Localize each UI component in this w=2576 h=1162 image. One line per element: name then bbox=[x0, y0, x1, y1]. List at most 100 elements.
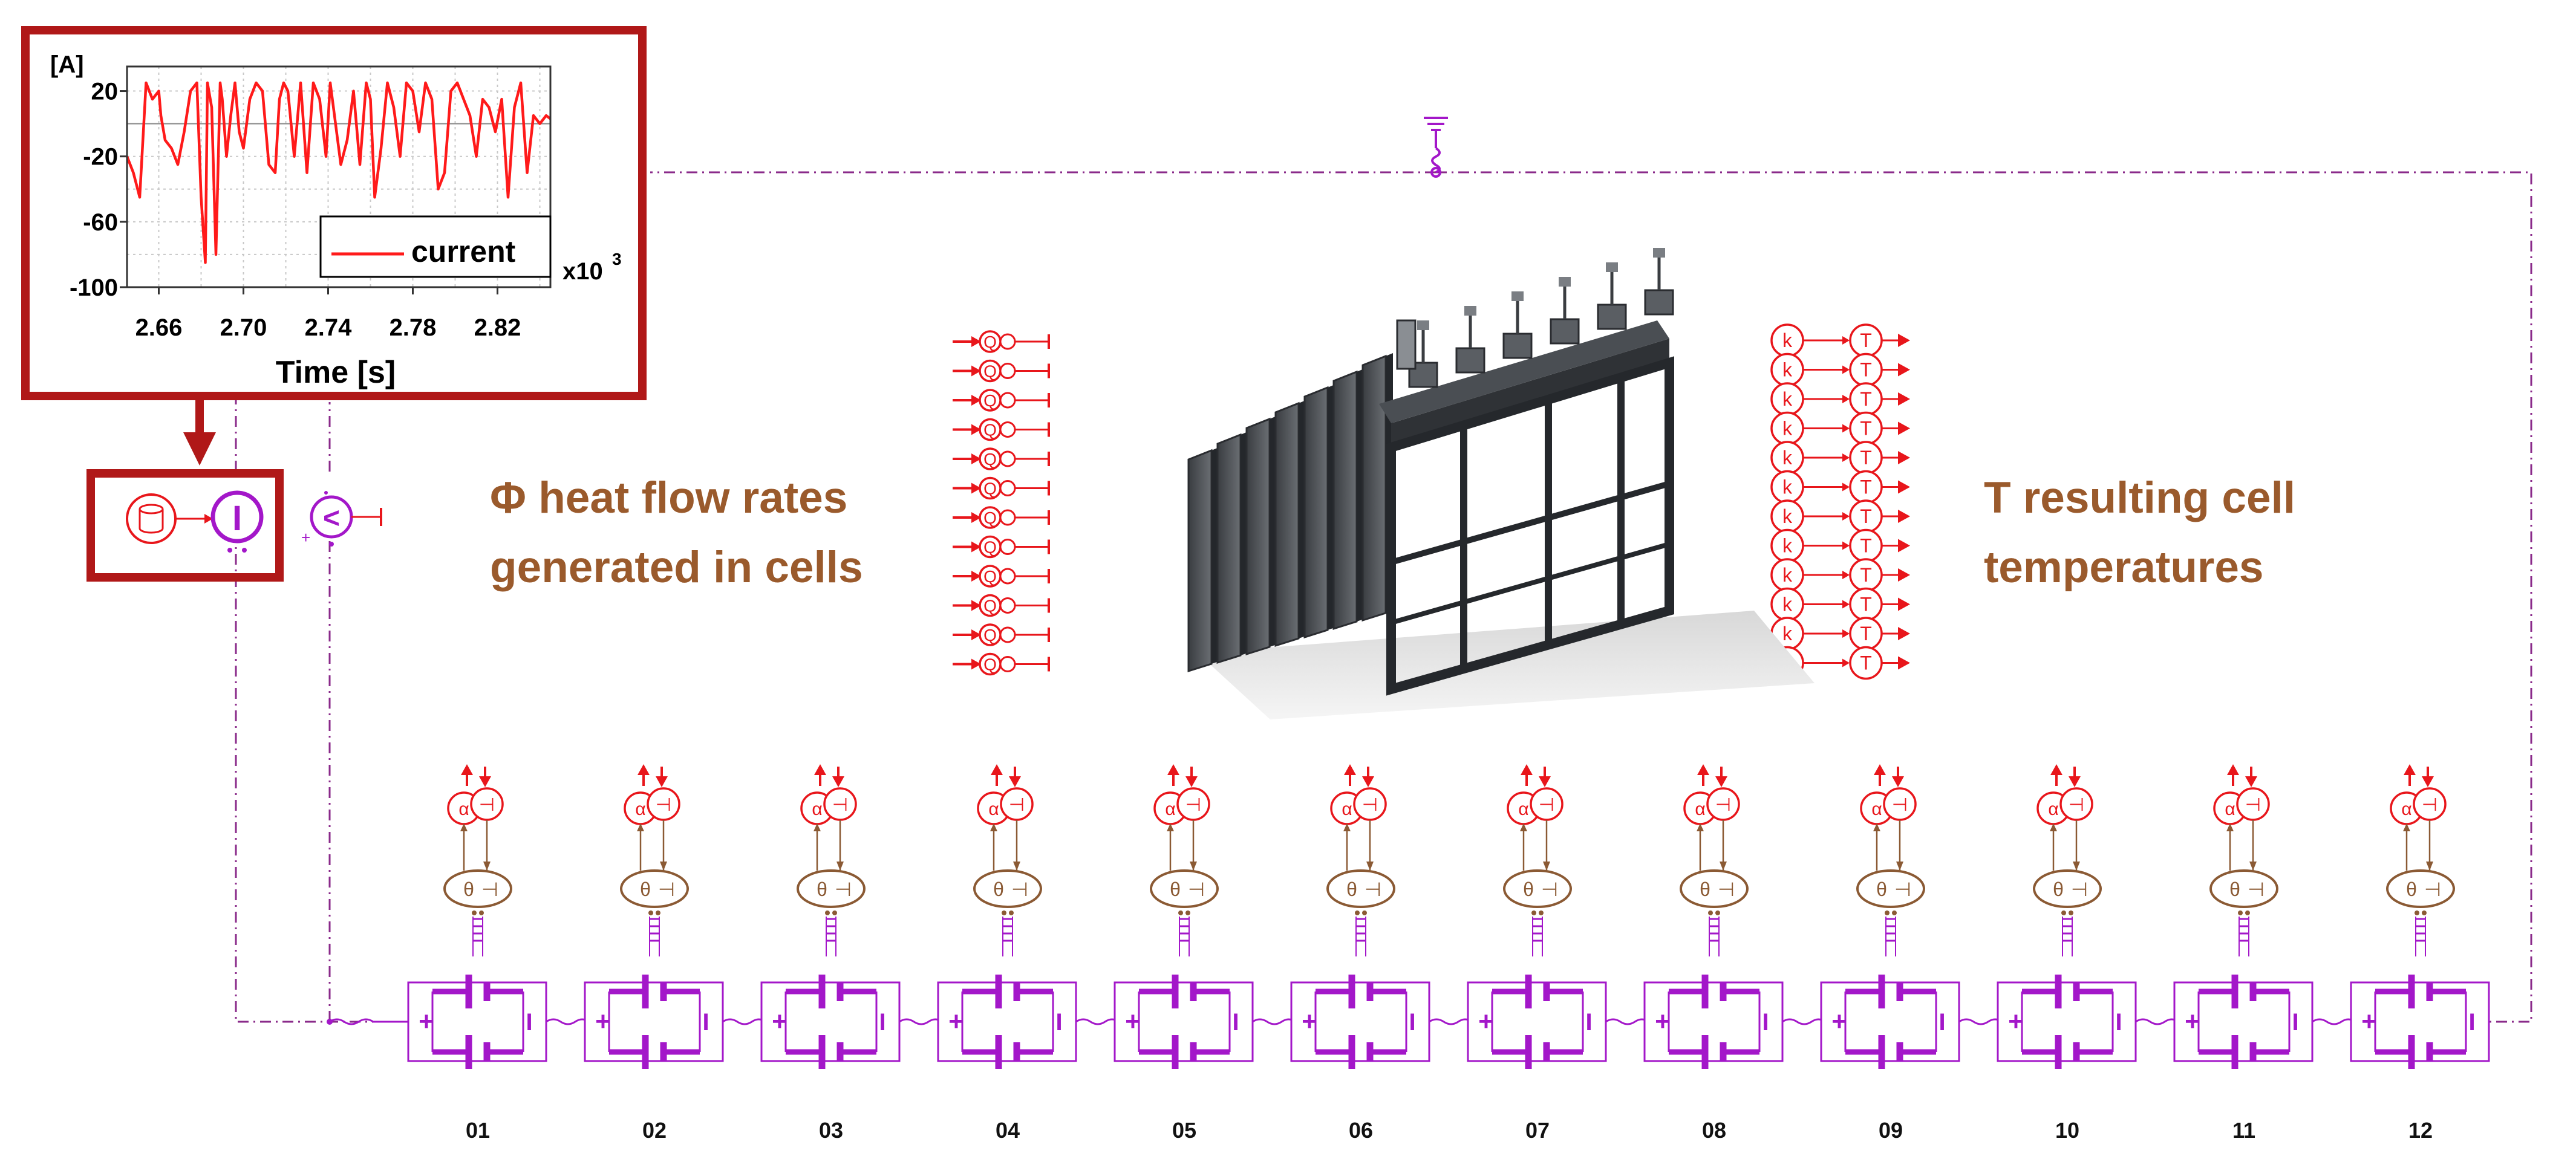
cell-08: α⊣θ⊣+I08 bbox=[1643, 764, 1825, 1143]
heat-flow-symbol: Q bbox=[983, 479, 997, 498]
svg-text:+: + bbox=[301, 528, 310, 547]
minus-terminal-icon: I bbox=[879, 1009, 885, 1036]
battery-module-image bbox=[1187, 248, 1815, 719]
heat-flow-symbol: Q bbox=[983, 626, 997, 644]
cell-11: α⊣θ⊣+I11 bbox=[2173, 764, 2355, 1143]
cell-03: α⊣θ⊣+I03 bbox=[760, 764, 942, 1143]
chart-ytick-labels: 20-20-60-100 bbox=[70, 79, 127, 301]
cell-01: α⊣θ⊣+I01 bbox=[407, 764, 589, 1143]
cell-06: α⊣θ⊣+I06 bbox=[1290, 764, 1472, 1143]
minus-terminal-icon: I bbox=[2115, 1009, 2122, 1036]
svg-text:α: α bbox=[812, 799, 822, 819]
svg-text:⊣: ⊣ bbox=[2248, 878, 2265, 900]
comparator-icon: < + bbox=[301, 491, 382, 547]
svg-text:⊣: ⊣ bbox=[2422, 795, 2437, 815]
temperature-label-line1: T resulting cell bbox=[1984, 473, 2295, 522]
cell-chain: α⊣θ⊣+I01α⊣θ⊣+I02α⊣θ⊣+I03α⊣θ⊣+I04α⊣θ⊣+I05… bbox=[327, 764, 2490, 1143]
heat-flow-port: Q bbox=[953, 565, 1050, 588]
minus-terminal-icon: I bbox=[1762, 1009, 1769, 1036]
cell-label: 10 bbox=[2055, 1118, 2079, 1143]
heat-flow-symbol: Q bbox=[983, 421, 997, 440]
cell-label: 12 bbox=[2408, 1118, 2433, 1143]
chart-legend: current bbox=[319, 215, 552, 278]
svg-text:⊣: ⊣ bbox=[1011, 878, 1028, 900]
svg-text:⊣: ⊣ bbox=[1188, 878, 1205, 900]
cell-label: 09 bbox=[1879, 1118, 1903, 1143]
svg-text:⊣: ⊣ bbox=[1541, 878, 1558, 900]
plus-terminal-icon: + bbox=[1478, 1007, 1494, 1036]
thermal-node-icon bbox=[1680, 869, 1749, 908]
conductance-symbol: k bbox=[1782, 329, 1793, 351]
plus-terminal-icon: + bbox=[772, 1007, 787, 1036]
temperature-symbol: T bbox=[1860, 623, 1872, 644]
chart-xlabel: Time [s] bbox=[276, 355, 396, 390]
legend-label-current: current bbox=[411, 235, 516, 268]
thermal-node-icon bbox=[1503, 869, 1572, 908]
cell-label: 03 bbox=[819, 1118, 843, 1143]
svg-text:⊣: ⊣ bbox=[1185, 795, 1201, 815]
minus-terminal-icon: I bbox=[2292, 1009, 2298, 1036]
svg-text:⊣: ⊣ bbox=[2069, 795, 2084, 815]
heat-flow-symbol: Q bbox=[983, 655, 997, 674]
chart-x-multiplier: x10 bbox=[562, 258, 603, 285]
heat-flow-port: Q bbox=[953, 594, 1050, 617]
svg-text:θ: θ bbox=[1876, 878, 1887, 900]
heat-flow-symbol: Q bbox=[983, 333, 997, 351]
temperature-symbol: T bbox=[1860, 359, 1872, 381]
current-source-symbol: I bbox=[232, 499, 242, 538]
svg-text:α: α bbox=[635, 799, 645, 819]
svg-text:⊣: ⊣ bbox=[1362, 795, 1378, 815]
temperature-symbol: T bbox=[1860, 594, 1872, 615]
cell-12: α⊣θ⊣+I12 bbox=[2350, 764, 2490, 1143]
heat-flow-port: Q bbox=[953, 652, 1050, 676]
heat-flow-symbol: Q bbox=[983, 567, 997, 586]
thermal-node-icon bbox=[1150, 869, 1219, 908]
conductance-symbol: k bbox=[1782, 359, 1793, 381]
minus-terminal-icon: I bbox=[526, 1009, 532, 1036]
cell-label: 02 bbox=[642, 1118, 667, 1143]
chart-ytick-label: -20 bbox=[83, 144, 118, 170]
chart-ytick-label: 20 bbox=[91, 79, 119, 105]
plus-terminal-icon: + bbox=[948, 1007, 964, 1036]
svg-text:⊣: ⊣ bbox=[2071, 878, 2088, 900]
plus-terminal-icon: + bbox=[1655, 1007, 1671, 1036]
minus-terminal-icon: I bbox=[1409, 1009, 1415, 1036]
temperature-symbol: T bbox=[1860, 564, 1872, 586]
svg-text:θ: θ bbox=[817, 878, 827, 900]
chart-xtick-label: 2.82 bbox=[474, 314, 521, 341]
minus-terminal-icon: I bbox=[1939, 1009, 1945, 1036]
svg-text:⊣: ⊣ bbox=[832, 795, 848, 815]
temperature-symbol: T bbox=[1860, 652, 1872, 674]
svg-text:α: α bbox=[1165, 799, 1175, 819]
conductance-symbol: k bbox=[1782, 388, 1793, 410]
svg-text:⊣: ⊣ bbox=[2424, 878, 2441, 900]
cell-label: 08 bbox=[1702, 1118, 1726, 1143]
svg-text:α: α bbox=[2225, 799, 2235, 819]
svg-text:θ: θ bbox=[993, 878, 1004, 900]
cell-05: α⊣θ⊣+I05 bbox=[1114, 764, 1296, 1143]
svg-text:α: α bbox=[1695, 799, 1705, 819]
svg-text:θ: θ bbox=[2053, 878, 2064, 900]
cell-label: 07 bbox=[1525, 1118, 1550, 1143]
conductance-symbol: k bbox=[1782, 476, 1793, 498]
source-highlight-frame bbox=[86, 469, 284, 582]
plus-terminal-icon: + bbox=[2185, 1007, 2200, 1036]
svg-text:θ: θ bbox=[1346, 878, 1357, 900]
thermal-node-icon bbox=[797, 869, 866, 908]
svg-text:⊣: ⊣ bbox=[1718, 878, 1735, 900]
current-source-block: I bbox=[86, 469, 284, 582]
svg-text:α: α bbox=[2048, 799, 2058, 819]
heat-flow-symbol: Q bbox=[983, 538, 997, 557]
conductance-symbol: k bbox=[1782, 418, 1793, 440]
svg-text:α: α bbox=[458, 799, 469, 819]
temperature-symbol: T bbox=[1860, 535, 1872, 557]
svg-text:⊣: ⊣ bbox=[1894, 878, 1911, 900]
